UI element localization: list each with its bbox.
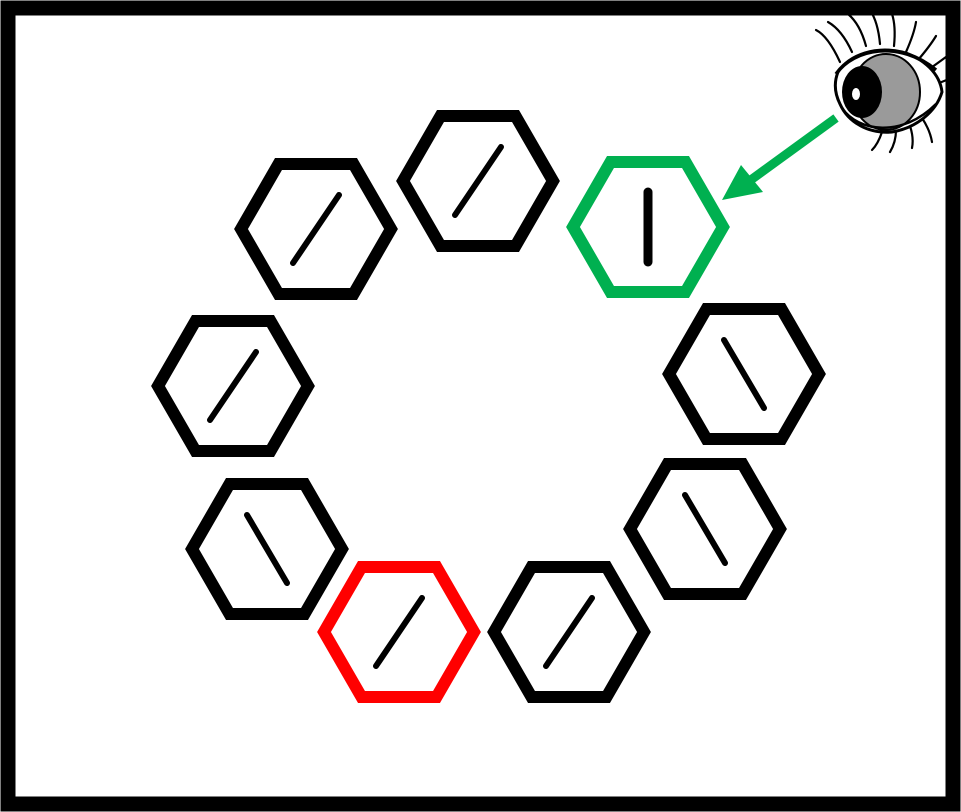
hexagon-outline [487, 561, 651, 703]
line-segment-back-slash [244, 512, 290, 586]
hexagon-item-normal [151, 315, 315, 457]
line-segment-forward-slash [290, 192, 342, 266]
hexagon-item-normal [234, 158, 398, 300]
hexagon-item-normal [662, 303, 826, 445]
hexagon-item-normal [185, 478, 349, 620]
hexagon-outline [151, 315, 315, 457]
line-segment-forward-slash [452, 144, 504, 218]
line-segment-forward-slash [373, 595, 425, 669]
line-segment-back-slash [682, 492, 728, 566]
eye-icon [814, 8, 956, 154]
hexagon-item-target [566, 156, 730, 298]
line-segment-back-slash [721, 337, 767, 411]
hexagon-item-normal [487, 561, 651, 703]
hexagon-outline [623, 458, 787, 600]
hexagon-item-normal [623, 458, 787, 600]
hexagon-ring [151, 110, 826, 703]
hexagon-outline [185, 478, 349, 620]
line-segment-forward-slash [543, 595, 595, 669]
hexagon-outline [317, 561, 481, 703]
hexagon-item-normal [396, 110, 560, 252]
hexagon-outline [396, 110, 560, 252]
hexagon-item-distractor [317, 561, 481, 703]
line-segment-forward-slash [207, 349, 259, 423]
hexagon-outline [234, 158, 398, 300]
hexagon-outline [662, 303, 826, 445]
hexagon-outline [566, 156, 730, 298]
arrow-icon [722, 114, 839, 200]
